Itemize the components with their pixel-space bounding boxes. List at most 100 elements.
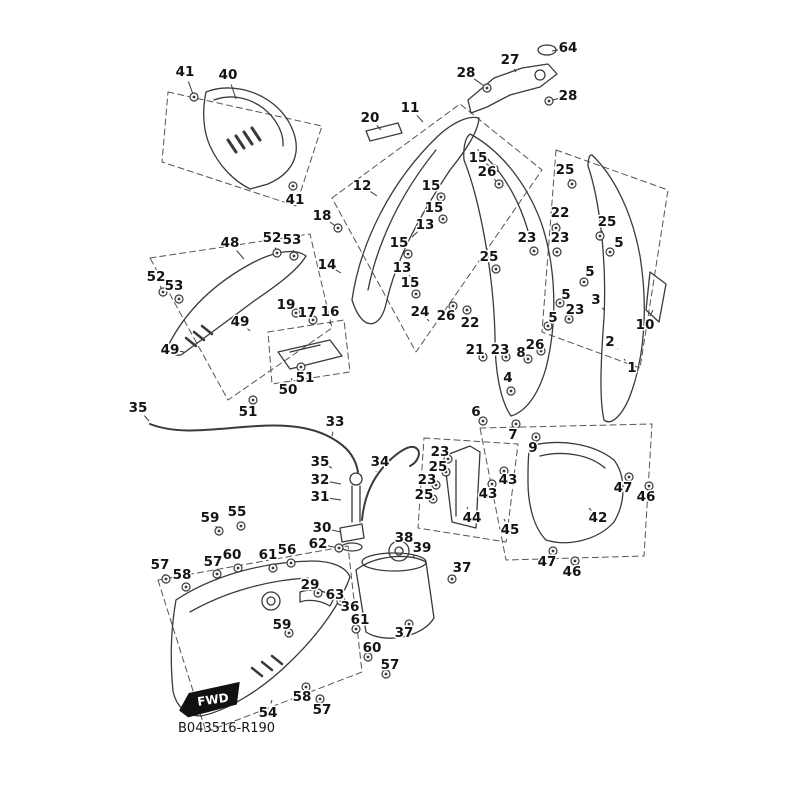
fastener-center-dot <box>551 549 555 553</box>
callout-2: 2 <box>604 333 619 352</box>
leader-line <box>514 68 517 73</box>
leader-line <box>328 466 333 469</box>
callout-number: 63 <box>326 587 345 603</box>
callout-28: 28 <box>544 87 579 106</box>
fastener-center-dot <box>366 655 370 659</box>
fastener-center-dot <box>161 290 165 294</box>
left-lower-panel <box>167 250 307 356</box>
fastener-center-dot <box>608 250 612 254</box>
callout-number: 4 <box>503 370 512 386</box>
callout-15: 15 <box>423 199 448 224</box>
callout-number: 23 <box>518 230 537 246</box>
fastener-center-dot <box>451 304 455 308</box>
callout-number: 15 <box>422 178 441 194</box>
callout-number: 25 <box>480 249 499 265</box>
fastener-center-dot <box>299 365 303 369</box>
callout-number: 53 <box>165 278 184 294</box>
fastener-center-dot <box>465 308 469 312</box>
leader-line <box>270 699 273 704</box>
fastener-center-dot <box>236 566 240 570</box>
callout-18: 18 <box>311 207 343 233</box>
callout-14: 14 <box>316 256 342 275</box>
diagram-code: B043516-R190 <box>178 721 275 736</box>
fastener-center-dot <box>546 324 550 328</box>
callout-number: 5 <box>614 235 623 251</box>
callout-number: 57 <box>313 702 332 718</box>
fastener-center-dot <box>336 226 340 230</box>
fastener-center-dot <box>251 398 255 402</box>
callout-number: 32 <box>311 472 330 488</box>
fastener-center-dot <box>354 627 358 631</box>
leader-line <box>466 506 469 510</box>
callout-number: 10 <box>636 317 655 333</box>
callout-number: 22 <box>461 315 480 331</box>
reservoir-tank <box>355 552 435 639</box>
fastener-center-dot <box>502 469 506 473</box>
callout-26: 26 <box>435 301 458 326</box>
fastener-center-dot <box>514 422 518 426</box>
fastener-center-dot <box>192 95 196 99</box>
callout-number: 7 <box>508 427 517 443</box>
callout-number: 5 <box>585 264 594 280</box>
callout-number: 39 <box>413 540 432 556</box>
fastener-center-dot <box>567 317 571 321</box>
callout-57: 57 <box>149 556 171 584</box>
fwd-marker: FWD <box>179 681 240 718</box>
grommet-64 <box>537 44 557 56</box>
leader-line <box>588 507 592 511</box>
callout-58: 58 <box>291 682 313 707</box>
fastener-center-dot <box>444 470 448 474</box>
fastener-center-dot <box>339 599 343 603</box>
fastener-center-dot <box>311 318 315 322</box>
top-left-cover-panel <box>203 87 297 190</box>
callout-49: 49 <box>229 313 251 332</box>
callout-35: 35 <box>127 399 150 422</box>
callout-59: 59 <box>199 509 224 536</box>
callout-23: 23 <box>564 301 586 324</box>
leader-line <box>503 518 506 522</box>
callout-number: 60 <box>363 640 382 656</box>
fastener-center-dot <box>555 250 559 254</box>
callout-13: 13 <box>411 216 436 238</box>
callout-5: 5 <box>555 286 572 308</box>
leader-line <box>416 114 424 123</box>
outline-box-center-panels <box>331 103 543 353</box>
callout-number: 25 <box>415 487 434 503</box>
outline-box-bracket-16 <box>267 319 351 385</box>
callout-60: 60 <box>361 639 383 662</box>
callout-number: 37 <box>395 625 414 641</box>
callout-number: 46 <box>563 564 582 580</box>
callout-24: 24 <box>409 303 431 322</box>
callout-22: 22 <box>549 204 571 233</box>
callout-15: 15 <box>420 177 446 202</box>
callout-number: 43 <box>479 486 498 502</box>
filler-tube <box>349 472 363 523</box>
callout-25: 25 <box>554 161 577 189</box>
fastener-center-dot <box>441 217 445 221</box>
callout-33: 33 <box>324 413 346 437</box>
fastener-center-dot <box>439 195 443 199</box>
leader-line <box>411 231 418 238</box>
fastener-center-dot <box>490 482 494 486</box>
callout-number: 25 <box>598 214 617 230</box>
callout-number: 57 <box>151 557 170 573</box>
fastener-center-dot <box>318 697 322 701</box>
leader-line <box>408 274 412 278</box>
callout-57: 57 <box>379 656 401 679</box>
callout-number: 22 <box>551 205 570 221</box>
callout-number: 25 <box>556 162 575 178</box>
callout-52: 52 <box>261 229 283 258</box>
fastener-center-dot <box>509 389 513 393</box>
bracket-plate-16 <box>277 339 343 370</box>
outline-box-top-left-cover <box>161 91 323 207</box>
callout-47: 47 <box>612 472 634 498</box>
callout-61: 61 <box>257 546 279 573</box>
outline-box-right-panel <box>541 149 669 369</box>
assembly-outline-boxes <box>149 91 669 733</box>
callout-number: 58 <box>293 689 312 705</box>
leader-line <box>370 191 378 197</box>
callout-53: 53 <box>163 277 185 304</box>
callout-8: 8 <box>515 344 533 364</box>
callout-number: 42 <box>589 510 608 526</box>
stay-arm-63 <box>299 589 335 607</box>
